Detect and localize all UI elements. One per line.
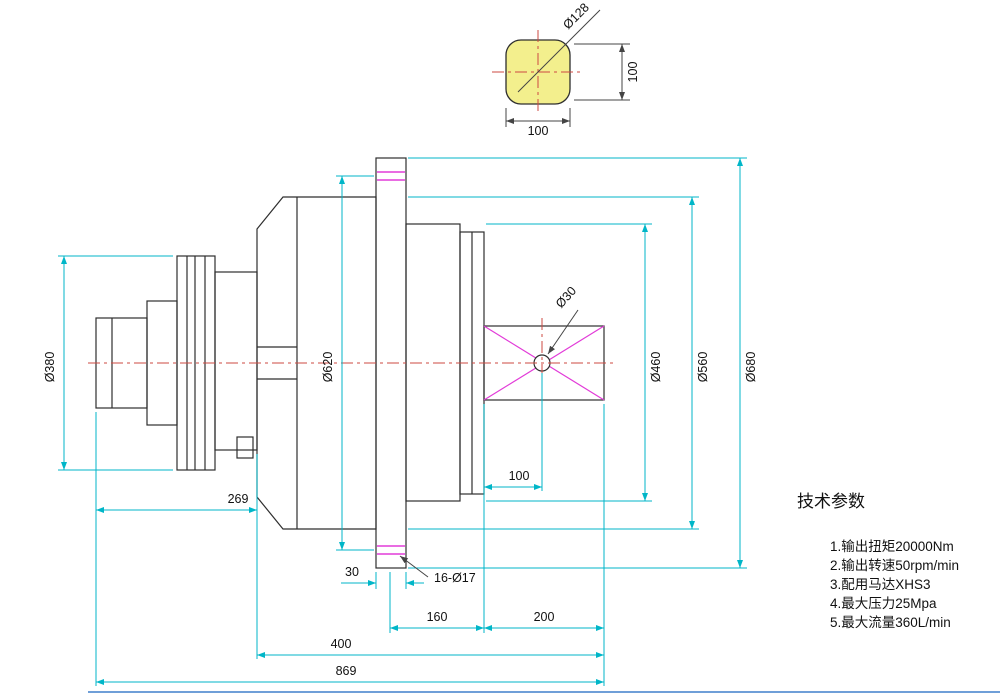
dim-label-d680: Ø680 [744, 352, 758, 383]
shaft-hole-leader [547, 309, 579, 355]
dim-label-269: 269 [228, 492, 249, 506]
dim-label-d30: Ø30 [553, 284, 579, 311]
leader-lines [399, 309, 579, 578]
tech-params-title: 技术参数 [797, 492, 865, 511]
intermediate-block [214, 271, 258, 451]
dimension-labels: Ø380 Ø620 Ø460 Ø560 Ø680 Ø30 Ø128 100 10… [43, 0, 758, 678]
dim-label-400: 400 [331, 637, 352, 651]
dim-label-d460: Ø460 [649, 352, 663, 383]
dim-label-869: 869 [336, 664, 357, 678]
tech-params: 技术参数 1.输出扭矩20000Nm 2.输出转速50rpm/min 3.配用马… [797, 492, 959, 630]
dim-label-d380: Ø380 [43, 352, 57, 383]
tech-param-item: 4.最大压力25Mpa [830, 596, 937, 611]
dim-label-160: 160 [427, 610, 448, 624]
dim-label-30: 30 [345, 565, 359, 579]
bottom-tab [236, 436, 254, 459]
dim-label-detail-width: 100 [528, 124, 549, 138]
tech-param-item: 5.最大流量360L/min [830, 615, 951, 630]
tech-param-item: 3.配用马达XHS3 [830, 577, 931, 592]
bottom-border-line [88, 691, 1000, 693]
dim-label-detail-height: 100 [626, 62, 640, 83]
dim-label-100-shaft: 100 [509, 469, 530, 483]
dim-label-200: 200 [534, 610, 555, 624]
centerlines [88, 318, 616, 408]
dim-label-d128: Ø128 [560, 0, 592, 32]
detail-view [492, 9, 630, 127]
tech-param-item: 2.输出转速50rpm/min [830, 558, 959, 573]
dim-label-d560: Ø560 [696, 352, 710, 383]
dim-label-bolt-callout: 16-Ø17 [434, 571, 476, 585]
dimension-lines [58, 157, 747, 686]
dim-label-d620: Ø620 [321, 352, 335, 383]
detail-diameter-leader [517, 9, 601, 93]
tech-param-item: 1.输出扭矩20000Nm [830, 539, 954, 554]
bolt-callout-leader [399, 555, 429, 578]
